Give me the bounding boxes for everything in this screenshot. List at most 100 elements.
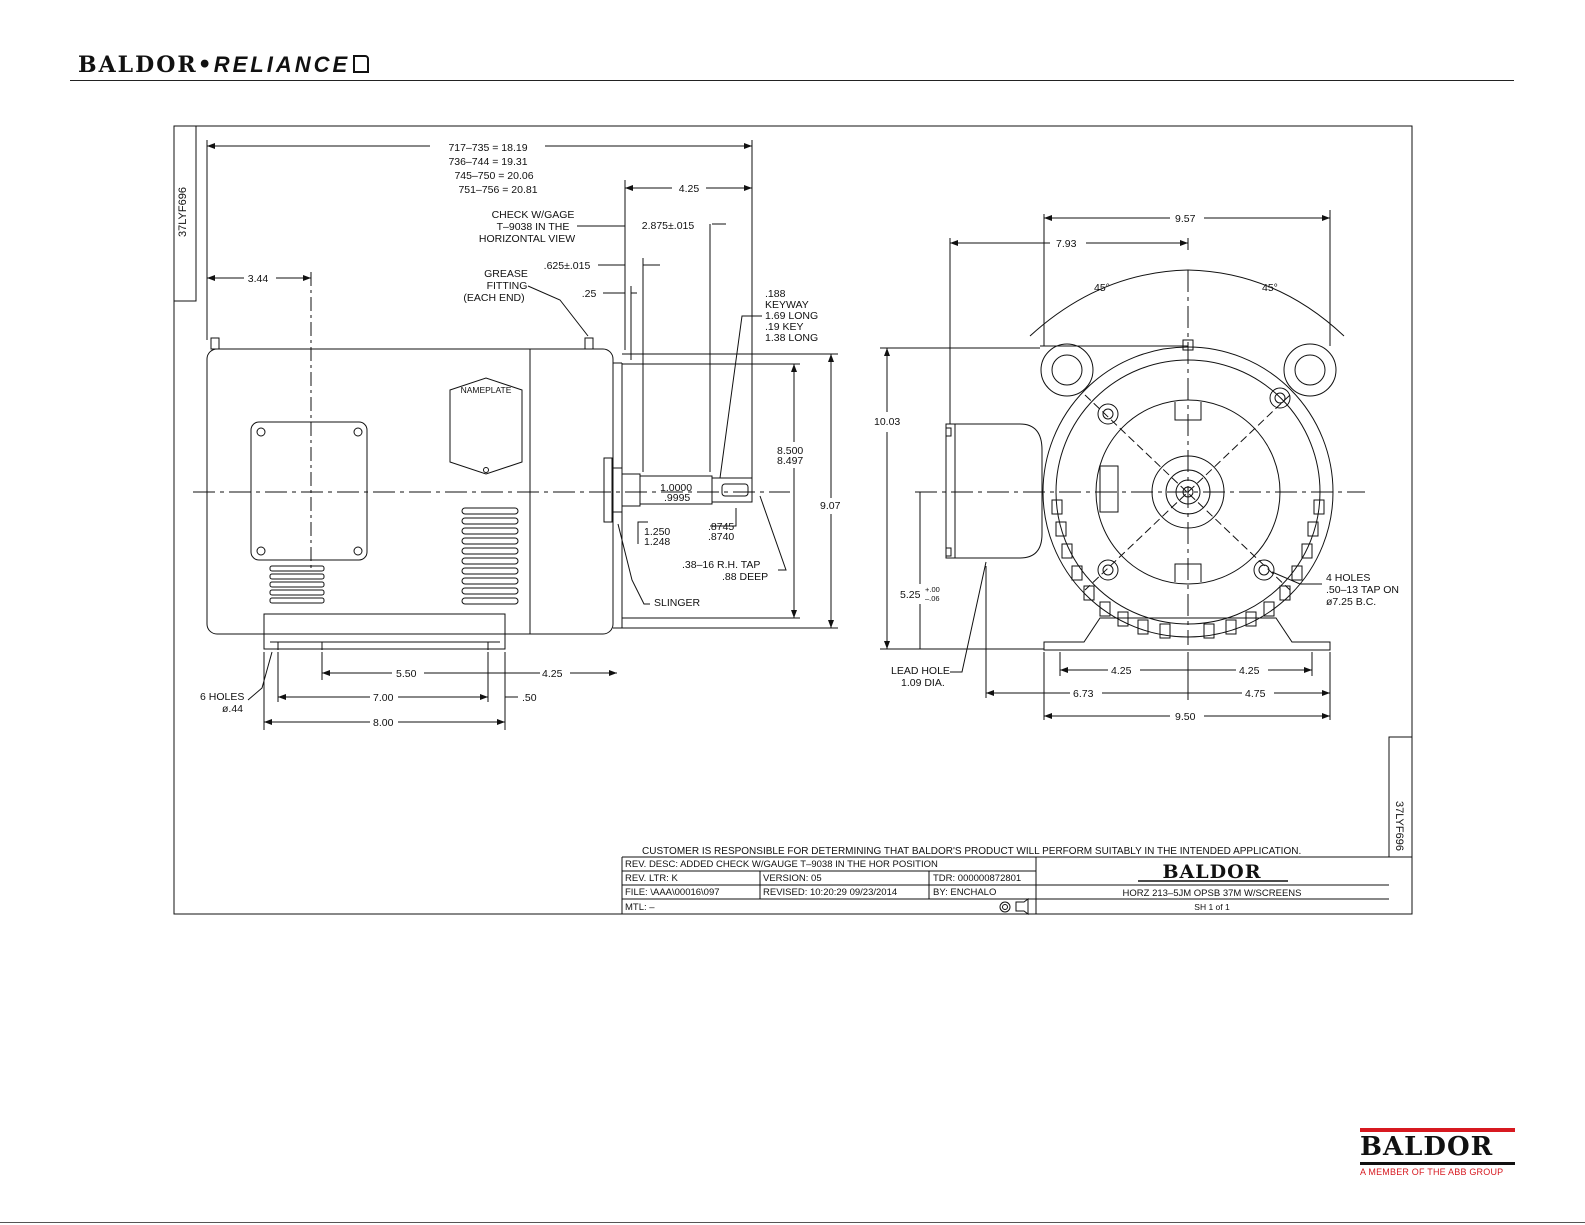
motor-base xyxy=(263,613,506,650)
slinger-flange xyxy=(603,457,613,523)
lead-hole-line-2: 1.09 DIA. xyxy=(901,677,945,689)
dim-4-25-top: 4.25 xyxy=(679,183,700,195)
rev-letter: REV. LTR: K xyxy=(625,873,678,884)
footer-brand: BALDOR xyxy=(1360,1132,1515,1165)
holes4-line-2: .50–13 TAP ON xyxy=(1326,584,1399,596)
title-block xyxy=(621,856,1389,914)
holes4-line-1: 4 HOLES xyxy=(1326,572,1370,584)
lead-hole-line-1: LEAD HOLE xyxy=(891,665,950,677)
dim-9-07: 9.07 xyxy=(820,500,841,512)
keyway xyxy=(721,483,749,497)
end-frame-outer xyxy=(1042,346,1334,638)
disclaimer-text: CUSTOMER IS RESPONSIBLE FOR DETERMINING … xyxy=(642,846,1301,857)
grease-line-3: (EACH END) xyxy=(463,292,524,304)
check-gage-line-3: HORIZONTAL VIEW xyxy=(479,233,575,245)
dim-5-25-tol-plus: +.00 xyxy=(925,585,940,594)
dim-0-8745: .8745 xyxy=(708,521,734,533)
header-brand-reliance: RELIANCE xyxy=(213,52,351,77)
dim-9-57: 9.57 xyxy=(1175,213,1196,225)
grease-line-1: GREASE xyxy=(484,268,528,280)
header-brand-separator: • xyxy=(197,52,214,78)
tap-line-1: .38–16 R.H. TAP xyxy=(682,559,760,571)
lifting-lug-left xyxy=(1040,343,1094,397)
dim-1-250: 1.250 xyxy=(644,526,670,538)
dim-1-248: 1.248 xyxy=(644,536,670,548)
slinger-label: SLINGER xyxy=(654,597,701,609)
dim-9-50: 9.50 xyxy=(1175,711,1196,723)
dim-10-03: 10.03 xyxy=(874,416,900,428)
keyway-line-1: .188 xyxy=(765,288,786,300)
holes6-line-1: 6 HOLES xyxy=(200,691,244,703)
check-gage-line-2: T–9038 IN THE xyxy=(497,221,570,233)
length-row-4: 751–756 = 20.81 xyxy=(458,184,537,196)
holes4-line-3: ø7.25 B.C. xyxy=(1326,596,1376,608)
holes6-line-2: ø.44 xyxy=(222,703,243,715)
header-brand-baldor: BALDOR xyxy=(78,52,198,78)
dim-5-25: 5.25 xyxy=(900,589,921,601)
shaft-dia-max: 1.0000 xyxy=(660,482,692,494)
grease-fitting-right xyxy=(584,337,594,350)
dim-4-25-end-right: 4.25 xyxy=(1239,665,1260,677)
dim-8-500: 8.500 xyxy=(777,445,803,457)
tap-line-2: .88 DEEP xyxy=(722,571,768,583)
motor-body xyxy=(206,348,614,635)
louvers-left xyxy=(269,565,325,604)
drawing-id-bottom: 37LYF696 xyxy=(1393,801,1405,851)
dim-2-875: 2.875±.015 xyxy=(642,220,695,232)
rev-desc: REV. DESC: ADDED CHECK W/GAUGE T–9038 IN… xyxy=(625,859,938,870)
length-row-2: 736–744 = 19.31 xyxy=(448,156,527,168)
louvers-right xyxy=(461,507,519,605)
dim-0-50: .50 xyxy=(522,692,537,704)
cooling-fins xyxy=(1051,499,1325,639)
header-logo: BALDOR•RELIANCE xyxy=(78,52,370,78)
dim-6-73: 6.73 xyxy=(1073,688,1094,700)
dim-7-93: 7.93 xyxy=(1056,238,1077,250)
grease-line-2: FITTING xyxy=(487,280,528,292)
check-gage-line-1: CHECK W/GAGE xyxy=(492,209,575,221)
sheet-number: SH 1 of 1 xyxy=(1194,902,1230,912)
title-block-brand: BALDOR xyxy=(1163,861,1262,883)
version: VERSION: 05 xyxy=(763,873,822,884)
lifting-lug-right xyxy=(1283,343,1337,397)
end-feet xyxy=(1043,617,1331,651)
angle-right: 45° xyxy=(1262,282,1278,294)
dim-0-8740: .8740 xyxy=(708,531,734,543)
dim-5-25-tol-minus: –.06 xyxy=(925,594,940,603)
id-box-top xyxy=(173,125,197,302)
grease-fitting-left xyxy=(210,337,220,350)
dim-4-25-foot: 4.25 xyxy=(542,668,563,680)
keyway-line-3: 1.69 LONG xyxy=(765,310,818,322)
footer-logo-bar xyxy=(1360,1128,1515,1132)
drawing-id-top: 37LYF696 xyxy=(177,187,189,237)
nameplate-plate xyxy=(449,377,523,475)
model-description: HORZ 213–5JM OPSB 37M W/SCREENS xyxy=(1123,888,1302,899)
dim-5-50: 5.50 xyxy=(396,668,417,680)
dim-8-00: 8.00 xyxy=(373,717,394,729)
dim-7-00: 7.00 xyxy=(373,692,394,704)
keyway-line-4: .19 KEY xyxy=(765,321,804,333)
header-rule xyxy=(70,80,1514,81)
material: MTL: – xyxy=(625,902,655,913)
keyway-line-5: 1.38 LONG xyxy=(765,332,818,344)
length-row-3: 745–750 = 20.06 xyxy=(454,170,533,182)
id-box-bottom xyxy=(1388,736,1413,858)
drawn-by: BY: ENCHALO xyxy=(933,887,996,898)
tdr-number: TDR: 000000872801 xyxy=(933,873,1021,884)
reliance-mark-icon xyxy=(353,55,370,73)
dim-3-44: 3.44 xyxy=(248,273,269,285)
bottom-rule xyxy=(0,1222,1585,1223)
dim-8-497: 8.497 xyxy=(777,455,803,467)
dim-0-625: .625±.015 xyxy=(544,260,591,272)
conduit-box xyxy=(250,421,368,561)
drawing-frame xyxy=(173,125,1413,915)
length-row-1: 717–735 = 18.19 xyxy=(448,142,527,154)
dim-4-25-end-left: 4.25 xyxy=(1111,665,1132,677)
shaft-dia-min: .9995 xyxy=(664,492,690,504)
footer-logo: BALDOR A MEMBER OF THE ABB GROUP xyxy=(1360,1128,1515,1177)
file-path: FILE: \AAA\00016\097 xyxy=(625,887,720,898)
dim-4-75: 4.75 xyxy=(1245,688,1266,700)
dim-0-25: .25 xyxy=(582,288,597,300)
keyway-line-2: KEYWAY xyxy=(765,299,809,311)
footer-tagline: A MEMBER OF THE ABB GROUP xyxy=(1360,1167,1504,1177)
